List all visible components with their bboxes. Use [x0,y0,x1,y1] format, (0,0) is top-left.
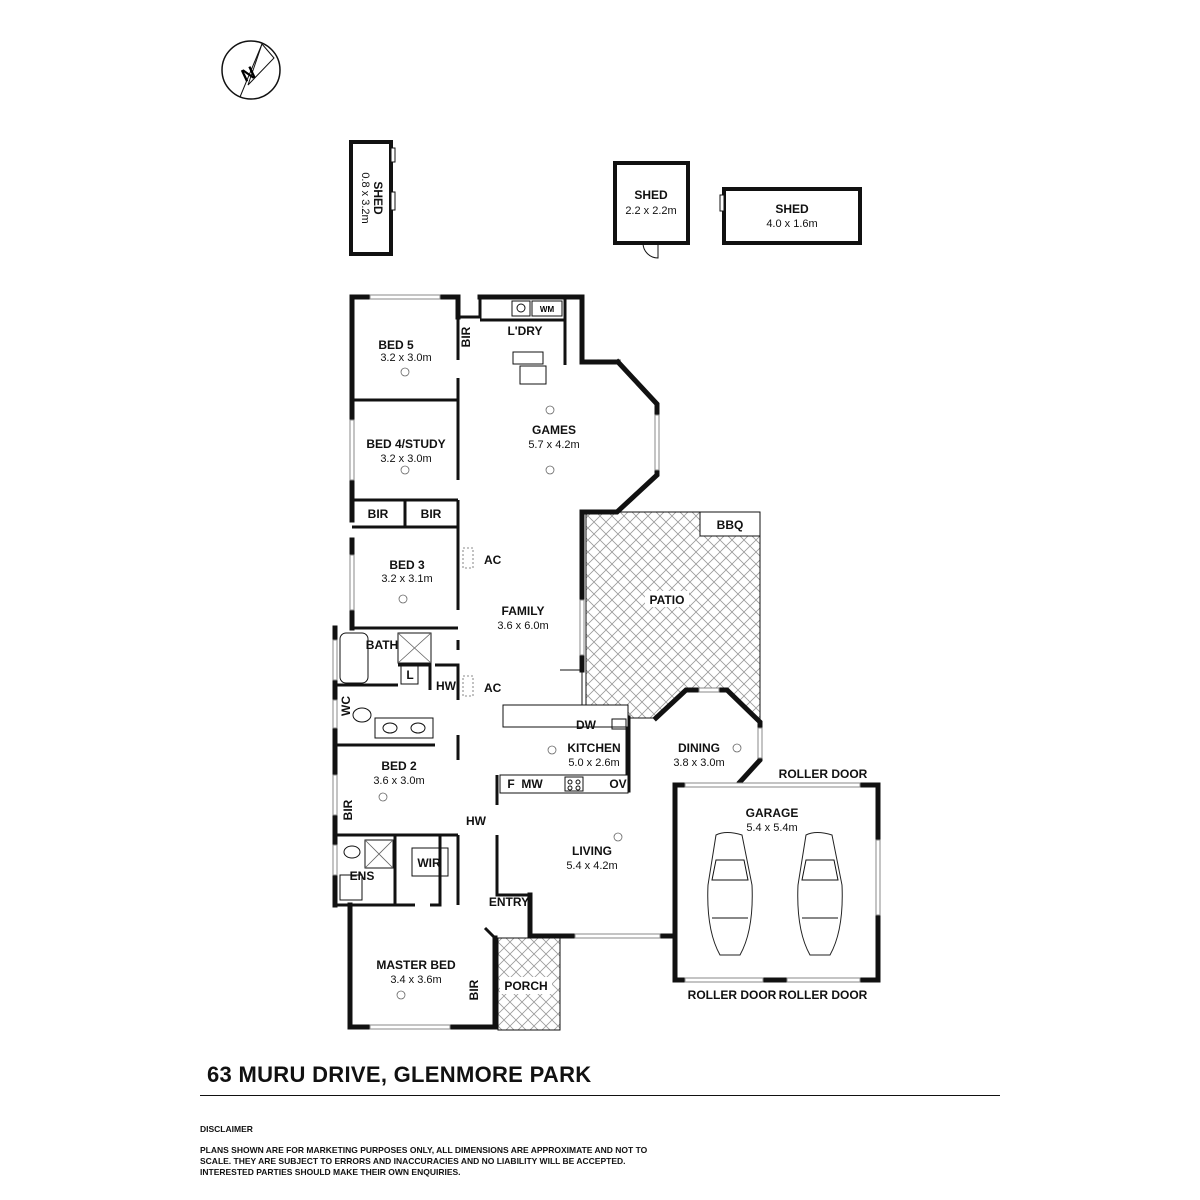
roller-door-label: ROLLER DOOR [779,988,868,1002]
room-name: BED 3 [389,558,425,572]
room-name: LIVING [572,844,612,858]
car-icon [707,832,843,956]
ensuite-label: ENS [350,869,375,883]
room-dims: 5.4 x 5.4m [746,822,797,834]
room-dims: 3.4 x 3.6m [390,974,441,986]
room-dims: 3.2 x 3.0m [380,453,431,465]
room-name: MASTER BED [376,958,456,972]
room-name: DINING [678,741,720,755]
hw-label: HW [466,814,487,828]
fixture-labels: L'DRY BIR BIR BIR AC AC BATH L HW WC BIR… [339,324,868,1002]
room-name: KITCHEN [567,741,620,755]
entry-label: ENTRY [489,895,529,909]
bath-label: BATH [366,638,398,652]
microwave-label: MW [521,777,543,791]
porch: PORCH [497,937,561,1031]
bbq-label: BBQ [717,518,744,532]
compass-icon: N [221,40,281,100]
room-name: SHED [634,188,668,202]
laundry-fixtures: WM [511,300,563,385]
hw-label: HW [436,679,457,693]
room-name: BED 5 [378,338,414,352]
room-name: BED 2 [381,759,417,773]
ac-label: AC [484,681,502,695]
room-dims: 5.7 x 4.2m [528,439,579,451]
roller-door-label: ROLLER DOOR [779,767,868,781]
room-dims: 0.8 x 3.2m [359,172,371,223]
ac-units [462,547,474,697]
ac-label: AC [484,553,502,567]
bir-label: BIR [459,326,473,347]
patio-label: PATIO [650,593,685,607]
wir-label: WIR [417,856,441,870]
room-dims: 3.6 x 3.0m [373,775,424,787]
room-dims: 3.8 x 3.0m [673,757,724,769]
room-labels: BED 5 3.2 x 3.0m BED 4/STUDY 3.2 x 3.0m … [366,338,798,986]
ceiling-lights [378,367,742,1000]
room-name: BED 4/STUDY [366,437,445,451]
patio: BBQ PATIO [585,511,761,724]
bathroom-fixtures [339,632,434,901]
disclaimer-heading: DISCLAIMER [200,1124,253,1134]
wc-label: WC [339,696,353,716]
room-name: SHED [371,181,385,215]
washing-machine-label: WM [540,305,555,314]
room-name: FAMILY [502,604,545,618]
roller-door-label: ROLLER DOOR [688,988,777,1002]
bir-label: BIR [341,799,355,820]
oven-label: OV [609,777,626,791]
room-name: SHED [775,202,809,216]
room-dims: 5.0 x 2.6m [568,757,619,769]
kitchen-benches [499,669,629,794]
bir-label: BIR [368,507,389,521]
shed-square: SHED 2.2 x 2.2m [613,161,690,259]
linen-label: L [406,668,413,682]
room-dims: 4.0 x 1.6m [766,218,817,230]
disclaimer-text: PLANS SHOWN ARE FOR MARKETING PURPOSES O… [200,1145,648,1177]
room-dims: 3.6 x 6.0m [497,620,548,632]
room-dims: 2.2 x 2.2m [625,205,676,217]
bir-label: BIR [467,979,481,1000]
shed-small: SHED 0.8 x 3.2m [349,140,396,256]
room-name: GARAGE [746,806,799,820]
bir-label: BIR [421,507,442,521]
shed-wide: SHED 4.0 x 1.6m [719,187,862,245]
divider [200,1095,1000,1096]
room-dims: 3.2 x 3.1m [381,573,432,585]
property-address: 63 MURU DRIVE, GLENMORE PARK [207,1062,592,1087]
windows [332,294,881,1030]
room-dims: 5.4 x 4.2m [566,860,617,872]
dishwasher-label: DW [576,718,597,732]
laundry-label: L'DRY [507,324,542,338]
room-dims: 3.2 x 3.0m [380,352,431,364]
fridge-label: F [507,777,514,791]
porch-label: PORCH [504,979,547,993]
interior-walls [335,297,567,940]
room-name: GAMES [532,423,576,437]
